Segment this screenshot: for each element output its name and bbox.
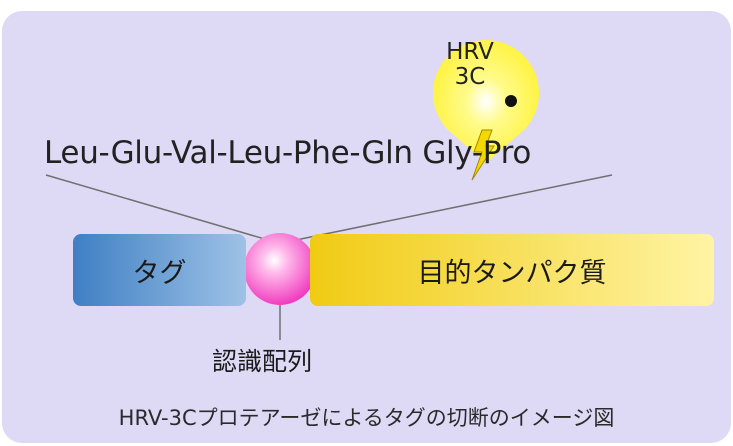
connector-line-left [45, 174, 269, 241]
lightning-icon [471, 129, 495, 181]
tag-box: タグ [73, 234, 246, 306]
target-protein-label: 目的タンパク質 [417, 257, 607, 289]
hrv3c-enzyme: HRV 3C [432, 39, 539, 163]
recognition-site-circle [244, 233, 316, 305]
enzyme-eye [505, 95, 517, 107]
enzyme-label-line1: HRV [446, 39, 494, 65]
enzyme-body [432, 40, 539, 163]
figure-caption: HRV-3Cプロテアーゼによるタグの切断のイメージ図 [118, 406, 615, 430]
target-protein-box: 目的タンパク質 [310, 234, 714, 306]
diagram-panel [2, 11, 731, 443]
tag-label: タグ [132, 257, 187, 289]
peptide-sequence: Leu-Glu-Val-Leu-Phe-Gln Gly-Pro [44, 135, 532, 171]
recognition-sequence-label: 認識配列 [212, 347, 313, 376]
connector-line-right [295, 174, 613, 241]
enzyme-label-line2: 3C [455, 64, 486, 90]
